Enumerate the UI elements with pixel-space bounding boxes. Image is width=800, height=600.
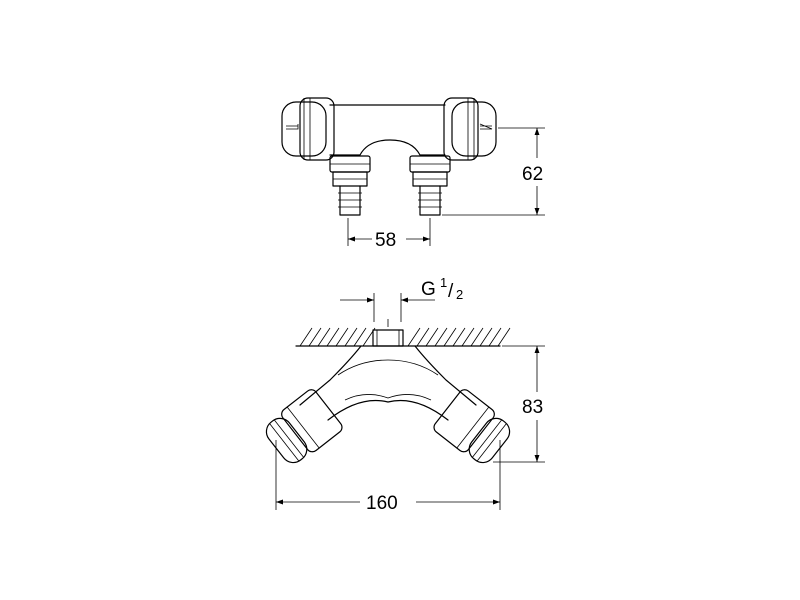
hatch-line [488,327,502,347]
hatch-line [443,327,457,347]
right-arm [433,389,511,464]
dimension-label-58: 58 [375,230,396,251]
right-hose-outlet [409,155,451,216]
hatch-line [479,327,493,347]
top-view: G 1 / 2 83 160 [265,275,545,514]
hatch-line [425,327,439,347]
dimension-label-160: 160 [366,493,398,514]
front-view: 62 58 [281,97,545,251]
hatch-line [299,327,313,347]
hatch-line [461,327,475,347]
valve-body [329,104,446,156]
left-valve-knob [281,97,335,161]
thread-label-g: G [421,279,436,300]
hatch-line [317,327,331,347]
hatch-line [335,327,349,347]
dimension-label-83: 83 [522,397,543,418]
dimension-thread: G 1 / 2 [340,275,463,322]
hatch-line [308,327,322,347]
thread-denominator: 2 [456,287,463,302]
hatch-line [434,327,448,347]
hatch-line [407,327,421,347]
dimension-label-62: 62 [522,164,543,185]
left-hose-outlet [329,155,371,216]
dimension-height-top: 62 [442,127,545,216]
hatch-line [326,327,340,347]
thread-slash: / [448,281,454,302]
thread-numerator: 1 [440,275,447,290]
hatch-line [470,327,484,347]
hatch-line [353,327,367,347]
dimension-height-side: 83 [493,345,545,463]
wall-connector [372,319,404,347]
hatch-line [344,327,358,347]
y-body [299,345,477,421]
dimension-width-total: 160 [275,440,501,514]
hatch-line [416,327,430,347]
left-arm [265,389,343,464]
dimension-outlet-spacing: 58 [347,218,431,251]
right-valve-knob [443,97,497,161]
hatch-line [452,327,466,347]
hatch-line [497,327,511,347]
